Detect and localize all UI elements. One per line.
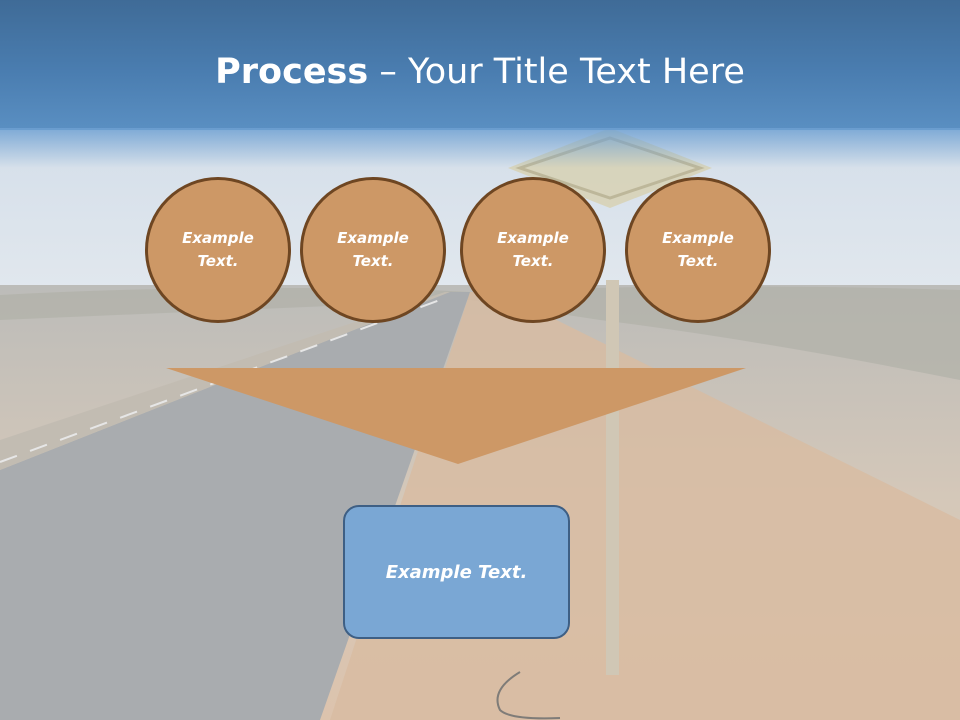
process-circle-4[interactable]: Example Text. (625, 177, 771, 323)
title-bar (0, 0, 960, 130)
title-bar-fade (0, 128, 960, 168)
process-circle-2[interactable]: Example Text. (300, 177, 446, 323)
process-circle-label: Example Text. (497, 229, 569, 270)
slide-title-bold: Process (215, 52, 369, 92)
process-circle-3[interactable]: Example Text. (460, 177, 606, 323)
process-circle-label: Example Text. (337, 229, 409, 270)
process-circle-1[interactable]: Example Text. (145, 177, 291, 323)
process-circle-label: Example Text. (662, 229, 734, 270)
slide-title-rest: – Your Title Text Here (368, 52, 745, 92)
process-circle-label: Example Text. (182, 229, 254, 270)
result-box-label: Example Text. (385, 561, 528, 583)
slide-title: Process – Your Title Text Here (0, 52, 960, 92)
result-box[interactable]: Example Text. (343, 505, 570, 639)
